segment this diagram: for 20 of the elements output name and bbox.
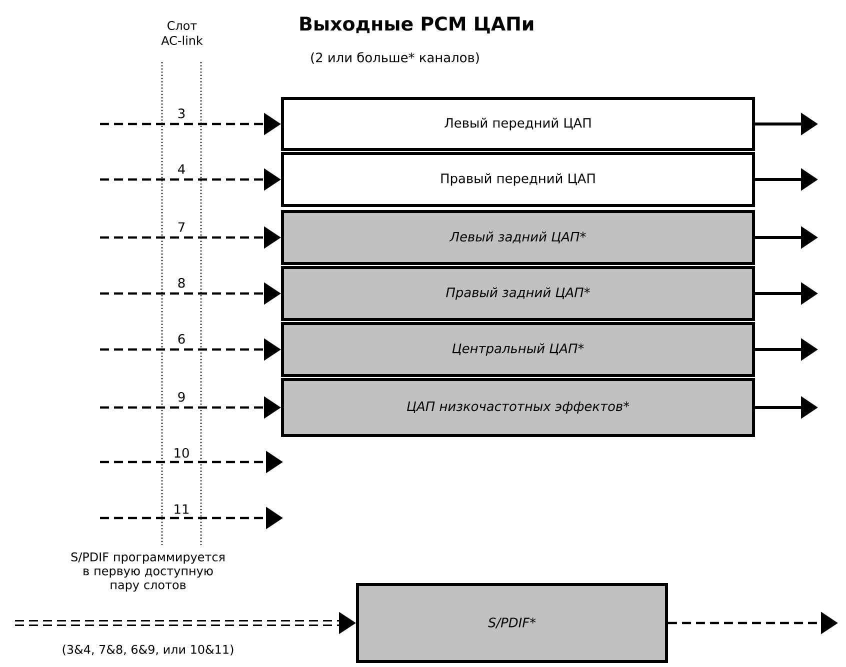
dac-box: Правый задний ЦАП* [281,266,755,321]
slot-number: 7 [178,222,185,232]
slot-number: 11 [174,504,189,514]
subtitle: (2 или больше* каналов) [311,52,479,64]
dac-box: Правый передний ЦАП [281,152,755,207]
dac-box: S/PDIF* [356,583,668,663]
slot-number: 4 [178,164,185,174]
dac-box: Левый задний ЦАП* [281,210,755,265]
note: (3&4, 7&8, 6&9, или 10&11) [62,644,234,656]
dac-box: Левый передний ЦАП [281,97,755,151]
slot-number: 10 [174,448,189,458]
note: S/PDIF программируется в первую доступную пару слотов [71,552,224,592]
slot-number: 6 [178,334,185,344]
dac-box: Центральный ЦАП* [281,322,755,377]
slot-number: 9 [178,392,185,402]
title: Выходные PCM ЦАПи [300,16,534,34]
dac-box: ЦАП низкочастотных эффектов* [281,378,755,437]
slot-number: 3 [178,108,185,118]
column-heading: Слот AC-link [161,21,203,45]
slot-number: 8 [178,278,185,288]
